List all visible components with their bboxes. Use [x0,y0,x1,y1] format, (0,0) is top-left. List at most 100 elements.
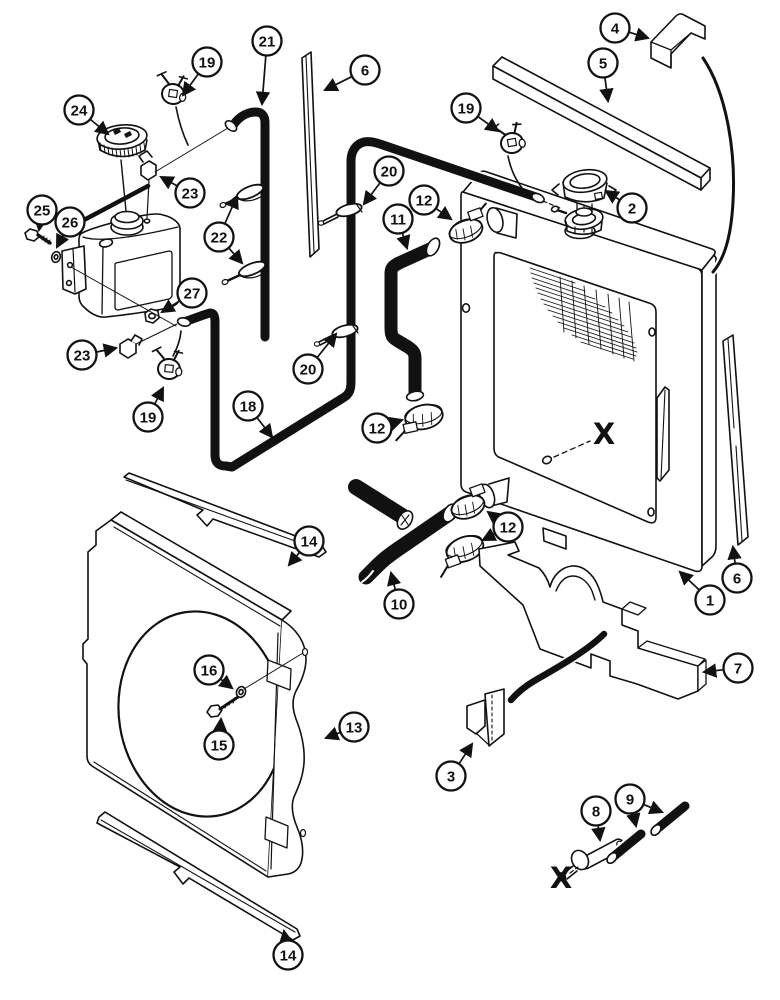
callout-circle [203,729,235,761]
callout-circle [694,584,726,616]
x-reference-hole [541,455,553,465]
callout-circle [616,192,648,224]
callout-number: 19 [458,100,475,117]
callout-number: 20 [381,163,398,180]
callout-12: 12 [361,412,405,444]
callout-circle [587,47,619,79]
callout-circle [450,92,482,124]
callout-number: 18 [240,398,257,415]
callout-circle [132,401,164,433]
shroud-tab-lower [264,816,289,849]
callout-arrow [212,716,228,732]
callout-arrow [362,182,381,206]
callout-number: 5 [599,55,607,72]
drain-valve-8 [557,838,626,882]
callout-arrow [486,510,503,526]
band-clamp-22a [219,183,265,209]
callout-arrow [33,216,48,233]
callout-arrow [436,206,453,221]
callout-circle [722,652,754,684]
callout-7: 7 [701,652,754,684]
callout-circle [435,760,467,792]
callout-circle [373,155,405,187]
callout-arrow [644,800,665,815]
callout-arrow [478,116,500,133]
callout-circle [54,206,86,238]
callout-number: 6 [733,570,741,587]
support-block [478,541,707,700]
callout-number: 22 [211,229,228,246]
callout-circle [191,46,223,78]
callout-circle [408,184,440,216]
callout-14: 14 [287,525,325,567]
hose-11 [381,237,442,405]
callout-3: 3 [435,742,474,792]
callout-number: 19 [199,54,216,71]
radiator-core-hatching [529,267,638,362]
washer-16 [235,652,304,699]
callout-number: 10 [391,596,408,613]
callout-arrow [604,189,621,204]
elbow-fitting-lower [119,334,143,359]
callout-26: 26 [54,206,86,249]
callout-circle [349,54,381,86]
callout-arrow [458,742,474,764]
callout-circle [292,353,324,385]
callout-circle [338,711,370,743]
callout-number: 7 [734,660,742,677]
callout-arrow [278,928,294,945]
callout-number: 1 [706,592,714,609]
nut-27 [144,308,160,324]
callout-arrow [97,343,119,358]
seal-strip-14a [123,472,327,558]
callout-number: 20 [300,361,317,378]
callout-5: 5 [587,47,619,104]
callout-arrow [159,175,177,190]
callout-arrow [629,27,651,42]
callout-arrow [591,826,606,843]
callout-number: 2 [628,200,636,217]
callout-arrow [626,812,641,829]
callout-number: 9 [626,791,634,808]
cap-lock-collar [550,205,604,236]
callout-circle [26,194,58,226]
radiator-cap [550,168,617,236]
callout-number: 15 [211,737,228,754]
callout-circle [293,525,325,557]
callout-number: 21 [259,33,276,50]
callout-circle [193,654,225,686]
callout-circle [614,783,646,815]
seal-strip-14b [96,811,301,941]
callout-arrow [396,233,411,251]
callout-13: 13 [323,711,370,743]
channel-clip [650,13,706,69]
callout-9: 9 [614,783,665,829]
hose-18-alignment-dashes [542,200,561,209]
callout-circle [203,221,235,253]
spring-clamp-19b [490,121,526,155]
callout-circle [174,177,206,209]
callout-12: 12 [408,184,453,221]
seal-strip-right [722,334,749,546]
callout-4: 4 [599,12,651,44]
callout-circle [63,94,95,126]
assembly-line [154,127,229,173]
callout-number: 12 [369,420,386,437]
callout-16: 16 [193,654,234,690]
callout-number: 25 [34,202,51,219]
clamp-19c-motion-arc [172,330,182,357]
radiator-bolt-hole [647,507,655,517]
hose-10 [345,476,460,588]
callout-arrow [224,194,239,224]
worm-clamp-12d [440,534,485,578]
washer-26 [50,250,62,264]
x2-leader-dashes [569,866,579,874]
assembly-line [135,323,178,345]
worm-clamp-12c [450,483,486,520]
callout-23: 23 [66,339,119,371]
assembly-line [70,266,177,327]
callout-20: 20 [362,155,405,206]
callout-number: 11 [390,211,406,228]
